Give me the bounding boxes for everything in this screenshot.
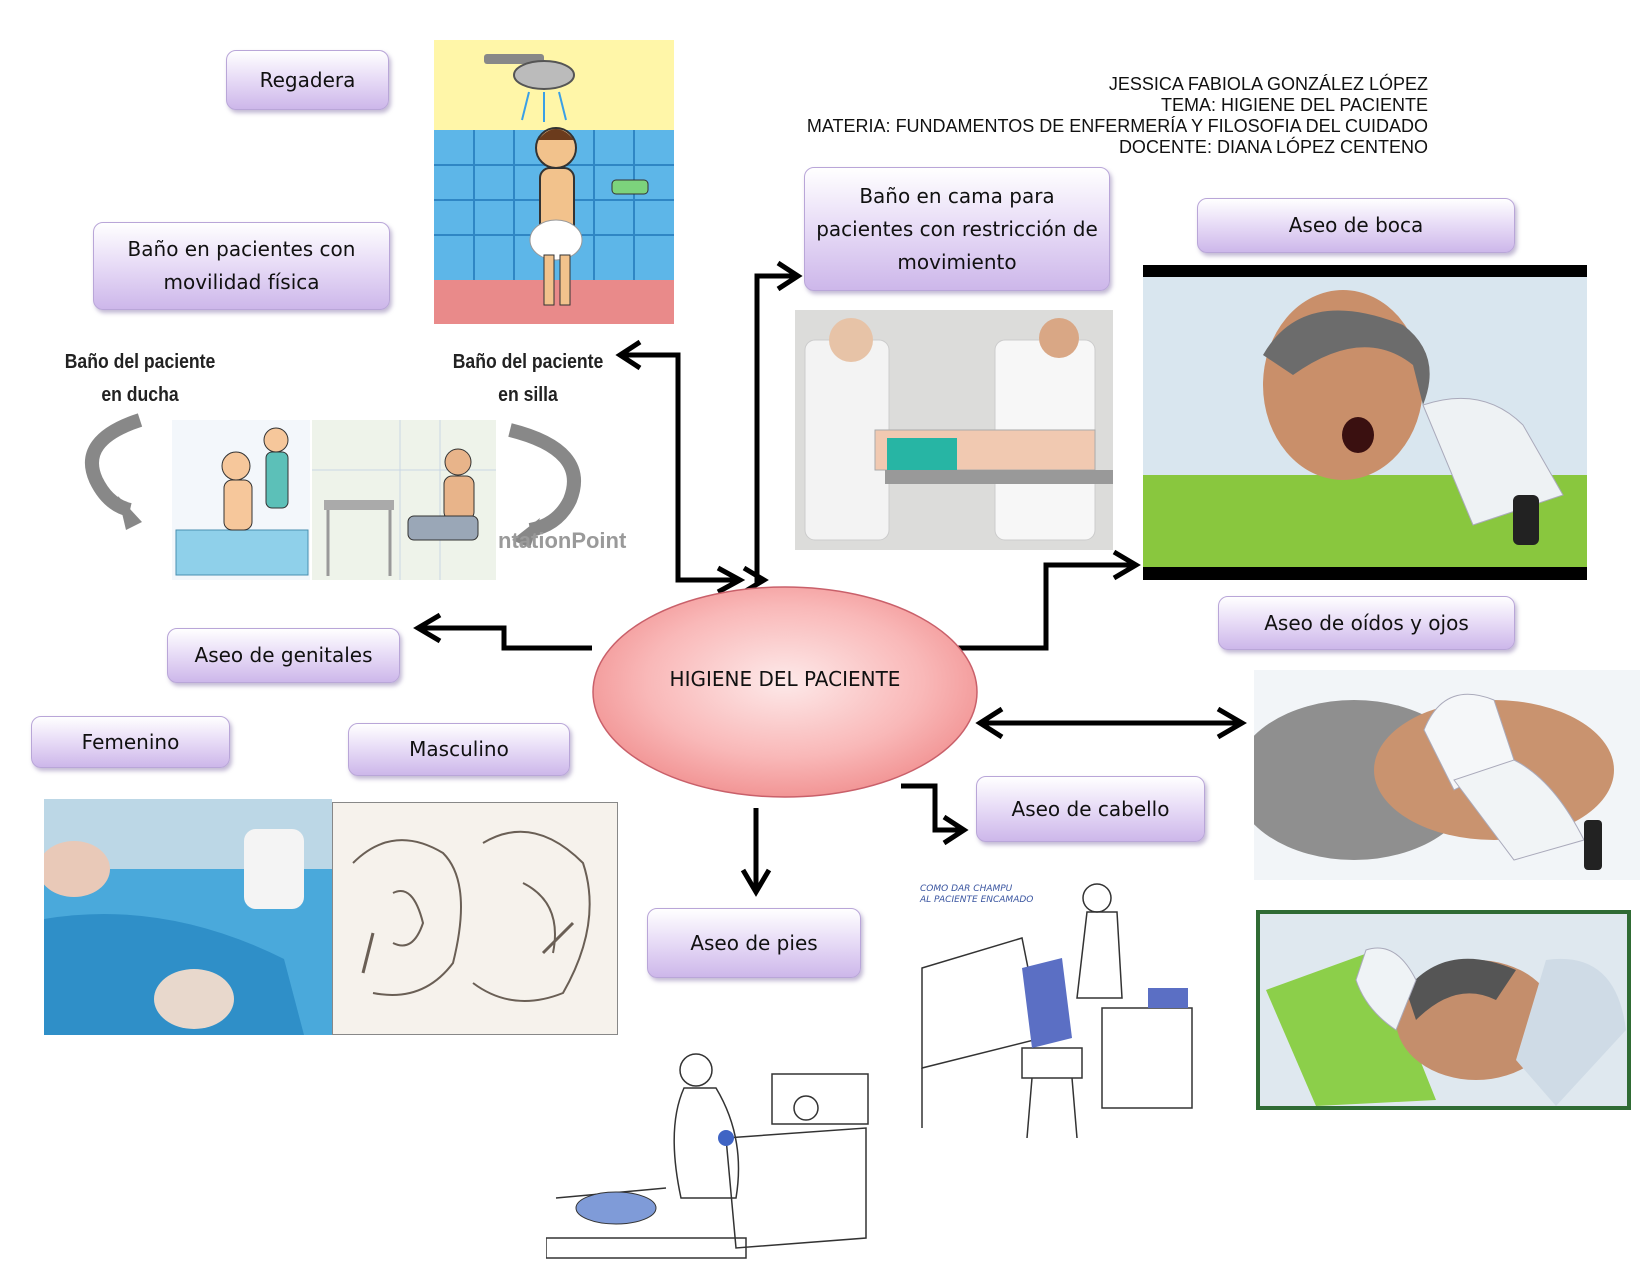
node-cama-line1: Baño en cama para — [859, 183, 1055, 208]
topic-line: TEMA: HIGIENE DEL PACIENTE — [1160, 95, 1428, 115]
arrow-to-cabello — [901, 783, 962, 833]
node-regadera-label: Regadera — [259, 67, 356, 92]
node-pies-label: Aseo de pies — [690, 930, 818, 955]
node-masculino-label: Masculino — [409, 737, 509, 761]
foot-care-drawing — [546, 1048, 876, 1260]
ear-care-photo — [1256, 910, 1631, 1110]
node-femenino: Femenino — [31, 716, 230, 768]
node-bano-en-cama: Baño en cama para pacientes con restricc… — [804, 167, 1110, 291]
node-regadera: Regadera — [226, 50, 389, 110]
node-boca-label: Aseo de boca — [1288, 213, 1424, 237]
arrow-to-boca — [952, 562, 1133, 651]
genital-care-drawing-male — [332, 802, 618, 1035]
center-topic: HIGIENE DEL PACIENTE — [669, 667, 901, 691]
arrow-to-cama — [754, 273, 796, 585]
node-movilidad-fisica: Baño en pacientes con movilidad física — [93, 222, 390, 310]
node-movilidad-line1: Baño en pacientes con — [127, 237, 356, 261]
ducha-silla-illustration: ntationPoint — [85, 413, 627, 580]
champu-caption-line1: COMO DAR CHAMPU — [920, 884, 1013, 894]
node-aseo-cabello: Aseo de cabello — [976, 776, 1205, 842]
caption-ducha-line1: Baño del paciente — [64, 351, 216, 373]
arrowhead-oidos-left — [975, 706, 1004, 740]
subject-line: MATERIA: FUNDAMENTOS DE ENFERMERÍA Y FIL… — [806, 116, 1428, 136]
arrowhead-oidos-right — [1216, 706, 1247, 740]
node-cama-line2: pacientes con restricción de — [816, 216, 1098, 241]
author-name: JESSICA FABIOLA GONZÁLEZ LÓPEZ — [1108, 74, 1428, 94]
node-movilidad-line2: movilidad física — [163, 270, 320, 294]
bed-bath-photo — [795, 310, 1113, 550]
node-genitales-label: Aseo de genitales — [194, 643, 373, 667]
caption-silla-line1: Baño del paciente — [452, 351, 604, 373]
node-oidos-label: Aseo de oídos y ojos — [1264, 610, 1469, 635]
teacher-line: DOCENTE: DIANA LÓPEZ CENTENO — [1118, 137, 1428, 157]
node-aseo-boca: Aseo de boca — [1197, 198, 1515, 253]
arrowhead-cabello — [942, 814, 969, 846]
watermark-text: ntationPoint — [498, 528, 627, 553]
curved-arrow-left-icon — [85, 413, 143, 517]
mouth-care-art — [1143, 277, 1587, 567]
node-cabello-label: Aseo de cabello — [1011, 796, 1170, 821]
caption-ducha-line2: en ducha — [101, 384, 179, 406]
genital-care-male-art — [352, 830, 591, 1002]
arrowhead-center-a — [716, 565, 746, 595]
ear-care-art — [1260, 914, 1627, 1106]
genital-care-female-art — [44, 799, 332, 1035]
caption-bano-ducha: Baño del paciente en ducha — [52, 346, 228, 412]
foot-care-art — [546, 1053, 869, 1259]
document-header: JESSICA FABIOLA GONZÁLEZ LÓPEZ TEMA: HIG… — [807, 74, 1428, 158]
node-aseo-oidos-ojos: Aseo de oídos y ojos — [1218, 596, 1515, 650]
arrowhead-genitales — [413, 612, 442, 644]
curved-arrow-right-icon — [508, 423, 581, 537]
node-femenino-label: Femenino — [81, 729, 180, 754]
eye-care-photo — [1254, 670, 1640, 880]
champu-caption: COMO DAR CHAMPU AL PACIENTE ENCAMADO — [920, 884, 1033, 906]
eye-care-art — [1254, 670, 1640, 880]
node-aseo-pies: Aseo de pies — [647, 908, 861, 978]
shower-cartoon-image — [434, 40, 674, 324]
hair-washing-art — [921, 883, 1193, 1139]
bed-bath-art — [795, 310, 1113, 550]
arrowhead-boca — [1112, 549, 1141, 581]
mouth-care-photo — [1143, 265, 1587, 580]
caption-silla-line2: en silla — [498, 384, 558, 406]
node-masculino: Masculino — [348, 723, 570, 776]
arrowhead-center-b — [742, 565, 769, 595]
arrowhead-pies — [740, 868, 772, 897]
champu-caption-line2: AL PACIENTE ENCAMADO — [920, 895, 1034, 905]
shower-cartoon-art — [434, 40, 674, 324]
arrowhead-cama — [776, 260, 803, 292]
center-ellipse — [592, 586, 978, 798]
hair-washing-drawing: COMO DAR CHAMPU AL PACIENTE ENCAMADO — [912, 878, 1232, 1168]
genital-care-photo-female — [44, 799, 332, 1035]
arrow-to-genitales — [420, 625, 592, 651]
caption-bano-silla: Baño del paciente en silla — [440, 346, 616, 412]
node-cama-line3: movimiento — [897, 249, 1017, 274]
node-aseo-genitales: Aseo de genitales — [167, 628, 400, 683]
